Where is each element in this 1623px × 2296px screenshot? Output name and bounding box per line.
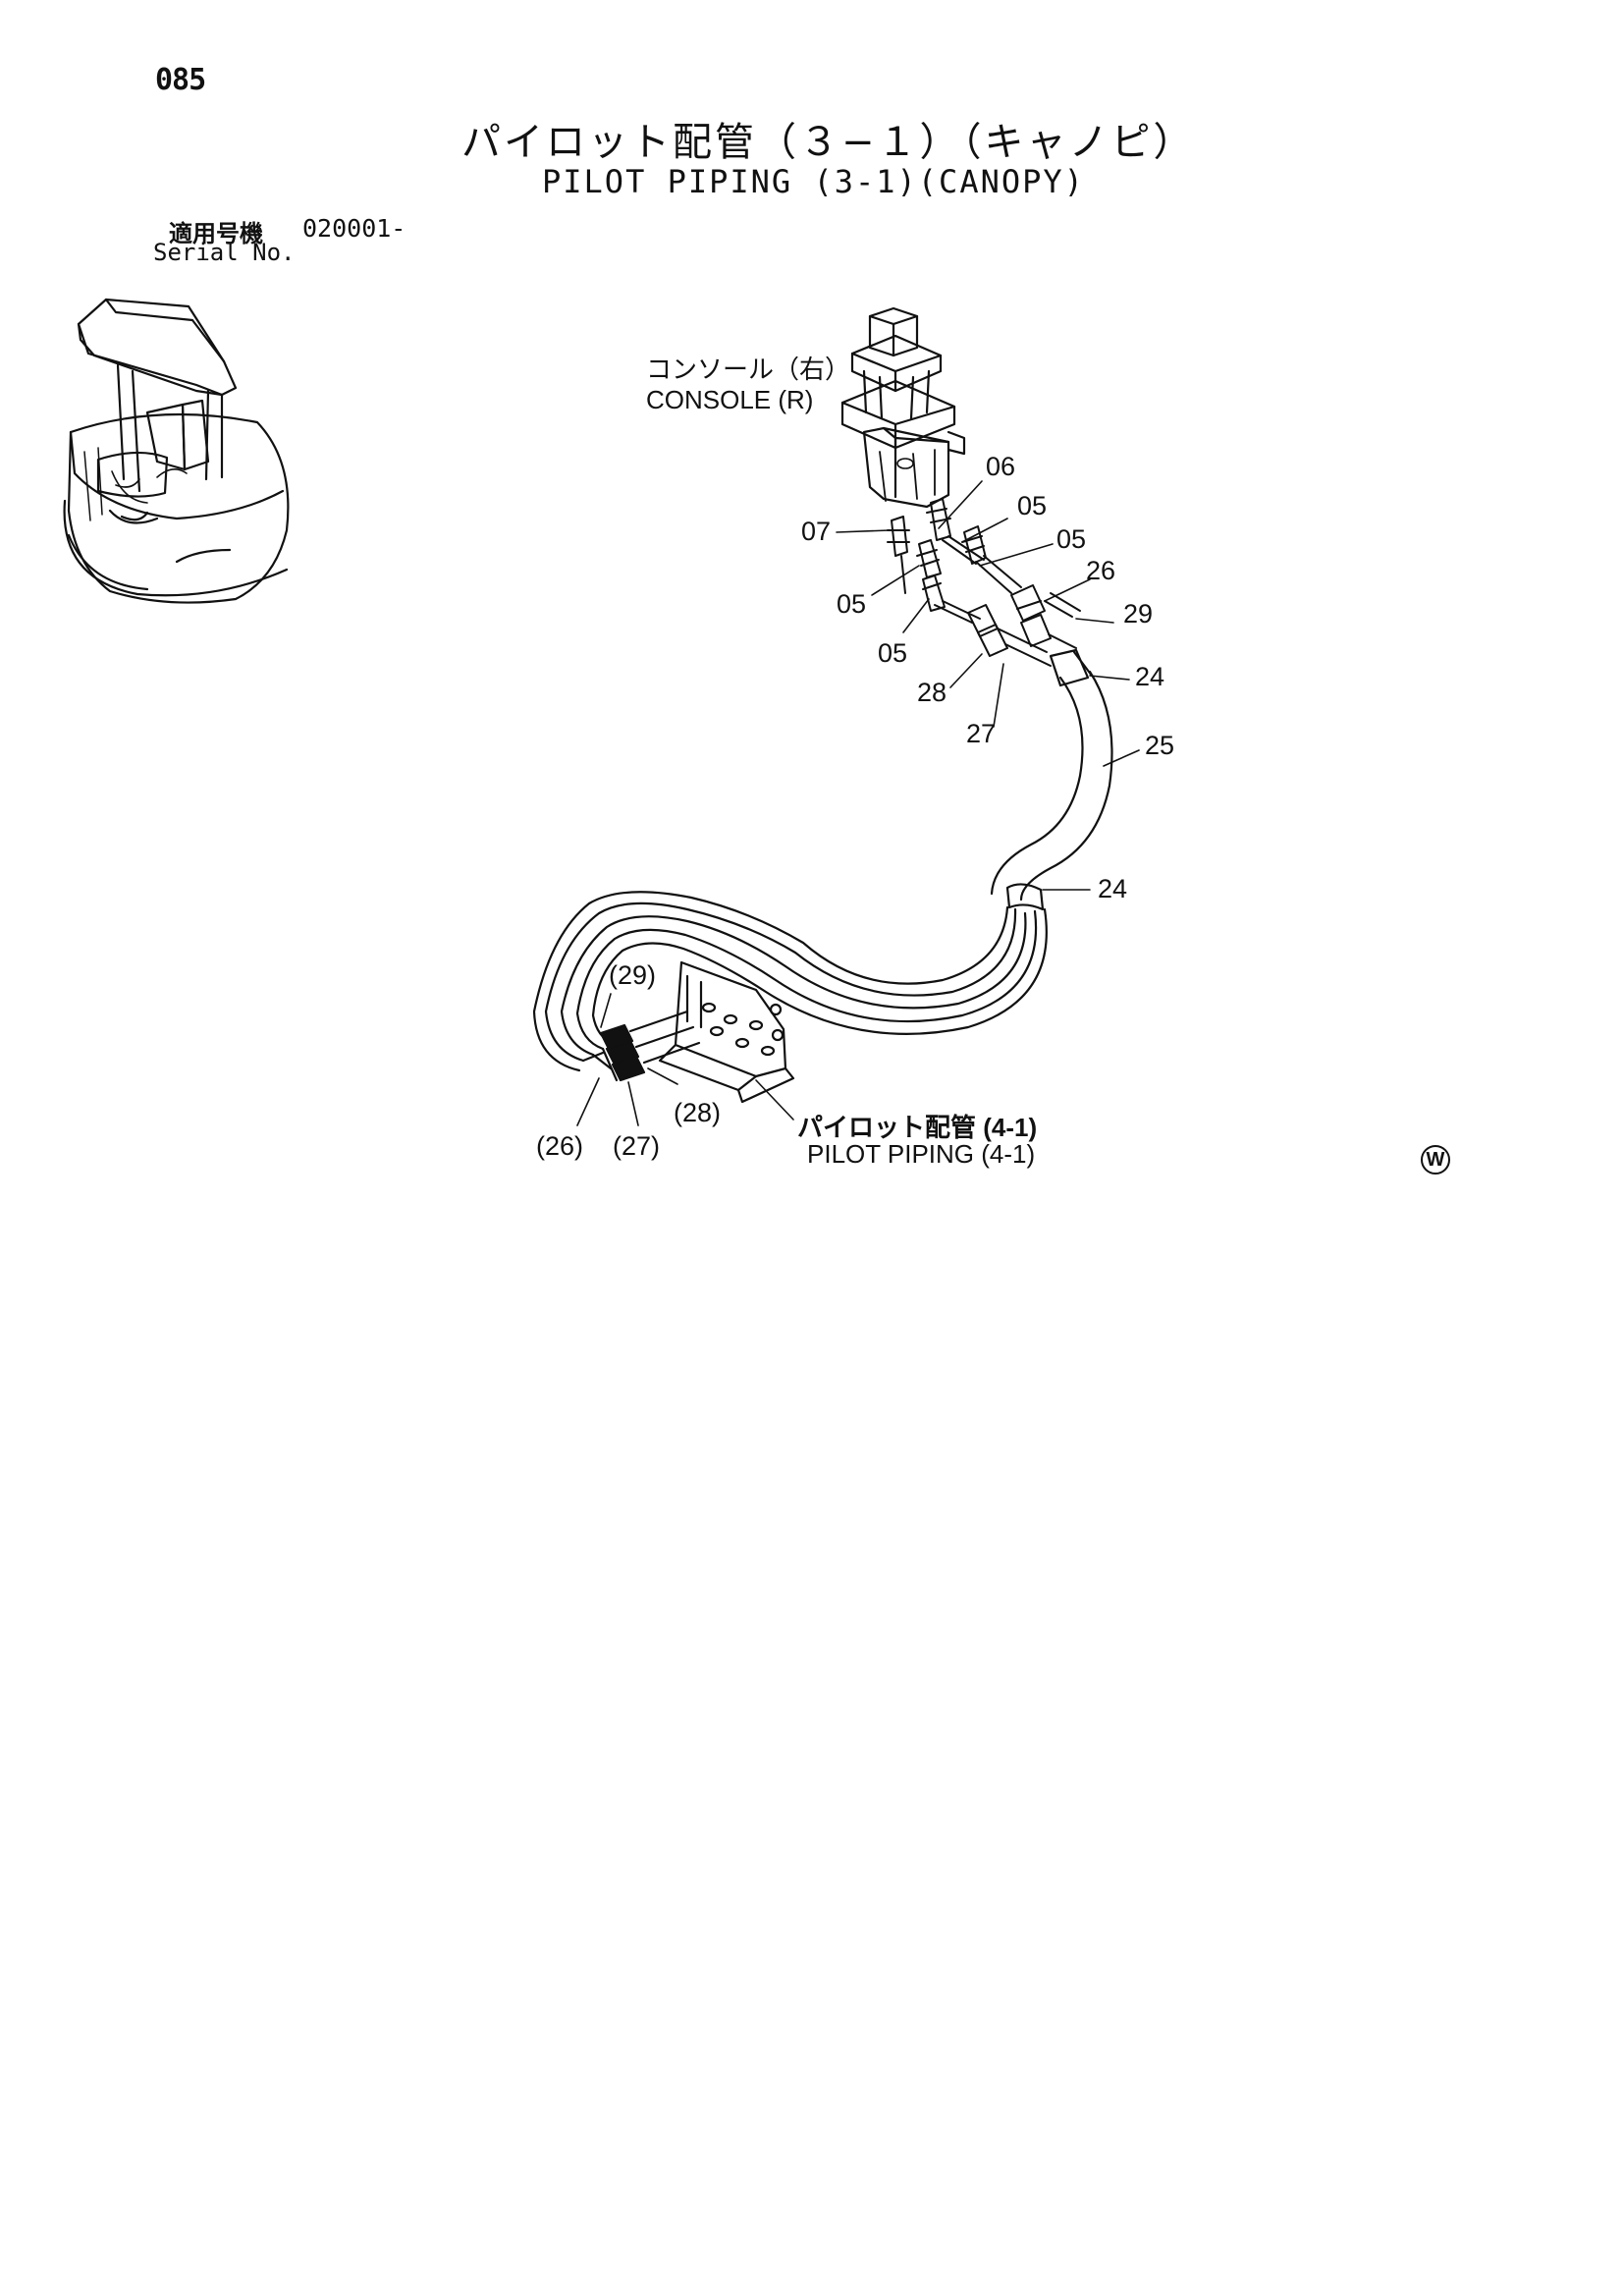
callout: (27) — [613, 1131, 661, 1161]
callout: 27 — [966, 719, 997, 748]
console-label-en: CONSOLE (R) — [646, 385, 814, 414]
console-label-jp: コンソール（右） — [646, 355, 851, 384]
callout: 26 — [1086, 556, 1116, 585]
callout: (26) — [536, 1131, 584, 1161]
page-number: 085 — [155, 63, 206, 97]
callout: 05 — [1056, 524, 1087, 554]
serial-label-en: Serial No. — [153, 239, 296, 266]
serial-label-jp: 適用号機 — [169, 220, 263, 247]
serial-number: 020001- — [302, 214, 406, 243]
callout: 24 — [1135, 662, 1165, 691]
fittings — [887, 498, 1081, 667]
callout: 05 — [837, 589, 867, 619]
callout: (28) — [674, 1098, 722, 1127]
callout: 06 — [986, 452, 1016, 481]
leader-lines — [576, 480, 1140, 1126]
callout: 05 — [878, 638, 908, 668]
hose-bundle — [532, 648, 1113, 1072]
callout: 28 — [917, 678, 947, 707]
page-title-jp: パイロット配管（３−１）（キャノピ） — [461, 120, 1196, 165]
callout: 24 — [1098, 874, 1128, 903]
callout: 25 — [1145, 731, 1175, 760]
piping-ref-label-en: PILOT PIPING (4-1) — [807, 1139, 1036, 1169]
machine-overview-illustration — [63, 298, 290, 604]
callout: 29 — [1123, 599, 1154, 629]
callout: 07 — [801, 517, 832, 546]
bottom-bracket — [581, 960, 795, 1104]
page-title-en: PILOT PIPING (3-1)(CANOPY) — [542, 163, 1085, 200]
piping-ref-label-jp: パイロット配管 (4-1) — [797, 1113, 1038, 1142]
watermark-symbol: W — [1421, 1145, 1450, 1175]
pilot-valve-assembly — [840, 306, 966, 509]
callout: (29) — [609, 960, 657, 990]
callout: 05 — [1017, 491, 1048, 520]
